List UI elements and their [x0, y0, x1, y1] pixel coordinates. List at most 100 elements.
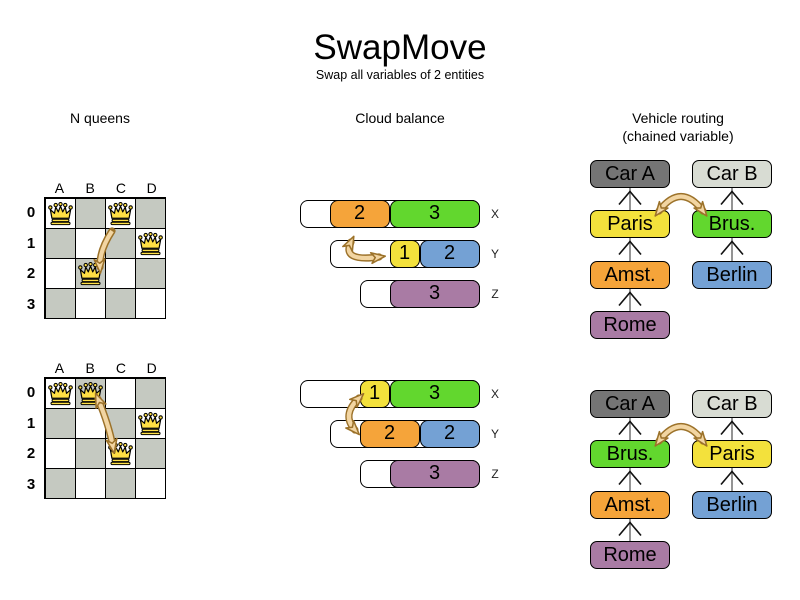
board-cell: [105, 438, 135, 468]
col-label: D: [146, 360, 157, 376]
process-block: 3: [389, 379, 480, 408]
queen-icon: [137, 411, 164, 436]
chain-arrow-icon: [618, 470, 642, 486]
computer-z-after: 3: [360, 459, 480, 488]
vehicle-car-a: Car A: [590, 160, 670, 188]
row-label: 2: [26, 445, 36, 463]
board-cell: [105, 198, 135, 228]
process-block: 2: [359, 419, 420, 448]
vehicle-stop-brussels: Brus.: [692, 210, 772, 238]
chain-arrow-icon: [720, 190, 744, 206]
col-label: A: [54, 360, 65, 376]
row-label: 3: [26, 296, 36, 314]
col-label: C: [115, 360, 126, 376]
vehicle-stop-brussels: Brus.: [590, 440, 670, 468]
vehicle-stop-rome: Rome: [590, 541, 670, 569]
cloud-header: Cloud balance: [355, 110, 445, 126]
board-col-labels: A B C D: [44, 360, 167, 376]
board-cell: [135, 198, 165, 228]
board-row-labels: 0 1 2 3: [20, 377, 42, 500]
board-cell: [135, 258, 165, 288]
queen-icon: [47, 201, 74, 226]
queen-icon: [77, 261, 104, 286]
swap-arrow-icon: [654, 422, 708, 447]
queen-icon: [77, 381, 104, 406]
chain-arrow-icon: [618, 420, 642, 436]
row-label: 1: [26, 414, 36, 432]
row-label: 0: [26, 203, 36, 221]
queen-icon: [47, 381, 74, 406]
chain-arrow-icon: [720, 240, 744, 256]
board-cell: [105, 378, 135, 408]
computer-z-before: 3: [360, 279, 480, 308]
chain-arrow-icon: [720, 470, 744, 486]
computer-label-y: Y: [490, 427, 499, 441]
vehicle-stop-amsterdam: Amst.: [590, 491, 670, 519]
computer-label-z: Z: [491, 287, 499, 301]
board-cell: [135, 468, 165, 498]
col-label: B: [85, 360, 95, 376]
computer-x-after: 1 3: [300, 379, 480, 408]
chessboard-after: [44, 377, 166, 499]
vehicle-stop-amsterdam: Amst.: [590, 261, 670, 289]
board-cell: [105, 228, 135, 258]
board-cell: [45, 288, 75, 318]
vehicle-stop-berlin: Berlin: [692, 261, 772, 289]
row-label: 2: [26, 265, 36, 283]
chain-arrow-icon: [618, 190, 642, 206]
computer-label-z: Z: [491, 467, 499, 481]
board-cell: [135, 438, 165, 468]
swap-arrow-icon: [654, 192, 708, 217]
chain-arrow-icon: [618, 521, 642, 537]
board-cell: [75, 258, 105, 288]
board-cell: [135, 378, 165, 408]
col-label: B: [85, 180, 95, 196]
vehicle-stop-berlin: Berlin: [692, 491, 772, 519]
board-col-labels: A B C D: [44, 180, 167, 196]
col-label: C: [115, 180, 126, 196]
process-block: 2: [329, 199, 390, 228]
board-cell: [45, 198, 75, 228]
board-cell: [75, 378, 105, 408]
board-cell: [75, 288, 105, 318]
chain-connectors: [618, 188, 744, 541]
computer-y-before: 1 2: [330, 239, 480, 268]
col-label: D: [146, 180, 157, 196]
queen-icon: [107, 441, 134, 466]
board-cell: [75, 228, 105, 258]
process-block: 1: [389, 239, 420, 268]
board-cell: [45, 228, 75, 258]
chain-arrow-icon: [618, 240, 642, 256]
computer-label-x: X: [490, 387, 499, 401]
process-block: 3: [389, 279, 480, 308]
process-block: 3: [389, 199, 480, 228]
board-cell: [45, 258, 75, 288]
board-cell: [75, 408, 105, 438]
chain-arrow-icon: [720, 420, 744, 436]
board-cell: [45, 408, 75, 438]
vehicle-header-line1: Vehicle routing: [632, 110, 724, 126]
process-block: 3: [389, 459, 480, 488]
board-cell: [45, 438, 75, 468]
chessboard-before: [44, 197, 166, 319]
computer-label-x: X: [490, 207, 499, 221]
process-block: 1: [359, 379, 390, 408]
row-label: 0: [26, 383, 36, 401]
board-cell: [105, 258, 135, 288]
computer-x-before: 2 3: [300, 199, 480, 228]
col-label: A: [54, 180, 65, 196]
vehicle-header-line2: (chained variable): [622, 128, 734, 144]
page-title: SwapMove: [313, 28, 487, 67]
vehicle-car-b: Car B: [692, 390, 772, 418]
board-cell: [45, 378, 75, 408]
board-cell: [75, 198, 105, 228]
board-cell: [105, 288, 135, 318]
board-cell: [75, 438, 105, 468]
board-cell: [135, 408, 165, 438]
board-cell: [105, 408, 135, 438]
queen-icon: [107, 201, 134, 226]
queen-icon: [137, 231, 164, 256]
board-row-labels: 0 1 2 3: [20, 197, 42, 320]
process-block: 2: [419, 419, 480, 448]
